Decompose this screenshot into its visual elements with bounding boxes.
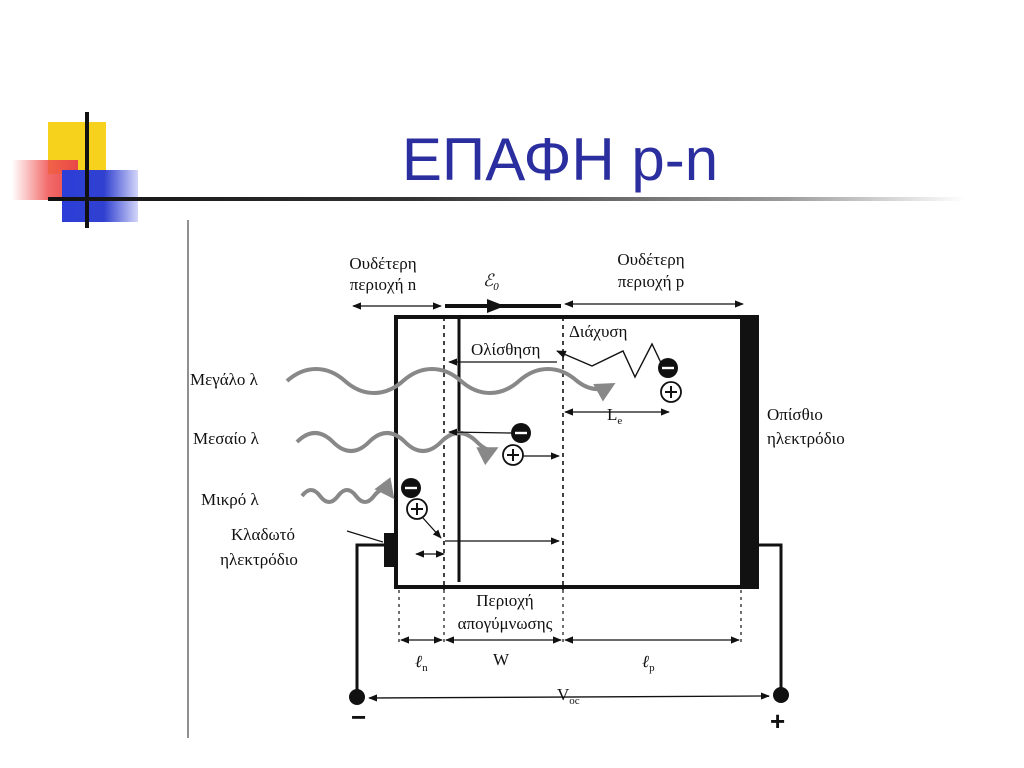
front-electrode-label-line1: Κλαδωτό xyxy=(231,525,295,544)
diffusion-random-walk xyxy=(556,342,663,379)
depletion-label-line2: απογύμνωσης xyxy=(458,614,553,633)
neutral-p-label-line1: Ουδέτερη xyxy=(617,250,684,269)
back-electrode-bar xyxy=(740,315,758,589)
medium-wavelength-wave xyxy=(295,431,499,466)
terminal-minus xyxy=(349,689,365,705)
back-electrode-label-line1: Οπίσθιο xyxy=(767,405,823,424)
front-electrode-pointer xyxy=(346,530,384,543)
neutral-n-label-line1: Ουδέτερη xyxy=(349,254,416,273)
short-wavelength-wave xyxy=(300,477,395,504)
electron-medium-drift-arrow xyxy=(448,428,512,436)
neutral-p-label-line2: περιοχή p xyxy=(618,272,684,291)
wire-minus xyxy=(355,543,384,695)
front-electrode-label-line2: ηλεκτρόδιο xyxy=(220,550,298,569)
depletion-label-line1: Περιοχή xyxy=(476,591,533,610)
decor-blue-square xyxy=(62,170,138,222)
w-label: W xyxy=(493,650,510,669)
field-label: ℰ0 xyxy=(483,271,499,293)
back-electrode-label-line2: ηλεκτρόδιο xyxy=(767,429,845,448)
long-wavelength-wave xyxy=(285,367,616,402)
decor-vertical-line xyxy=(85,112,89,228)
short-wavelength-label: Μικρό λ xyxy=(201,490,259,509)
medium-wavelength-label: Μεσαίο λ xyxy=(193,429,260,448)
slide-title: ΕΠΑΦΗ p-n xyxy=(401,126,719,193)
lp-label: ℓp xyxy=(642,652,655,674)
diffusion-length-label: Le xyxy=(607,405,622,427)
terminal-plus xyxy=(773,687,789,703)
field-arrow-head xyxy=(487,299,505,313)
plus-sign: + xyxy=(770,706,785,736)
neutral-n-label-line2: περιοχή n xyxy=(350,275,417,294)
voc-arrow xyxy=(368,692,770,702)
title-underline xyxy=(48,197,966,201)
diffusion-label: Διάχυση xyxy=(569,322,627,341)
minus-sign: − xyxy=(351,702,366,732)
drift-label: Ολίσθηση xyxy=(471,340,540,359)
voc-label: Voc xyxy=(557,685,580,707)
hole-short-arrow xyxy=(422,517,442,539)
pn-junction-diagram: Ουδέτερη περιοχή n Ουδέτερη περιοχή p ℰ0… xyxy=(187,220,845,738)
front-electrode-contact xyxy=(384,533,398,567)
device-box xyxy=(394,315,759,589)
pn-junction-figure: Ουδέτερη περιοχή n Ουδέτερη περιοχή p ℰ0… xyxy=(187,220,863,738)
ln-label: ℓn xyxy=(415,652,428,674)
wire-plus xyxy=(758,543,783,695)
long-wavelength-label: Μεγάλο λ xyxy=(190,370,259,389)
